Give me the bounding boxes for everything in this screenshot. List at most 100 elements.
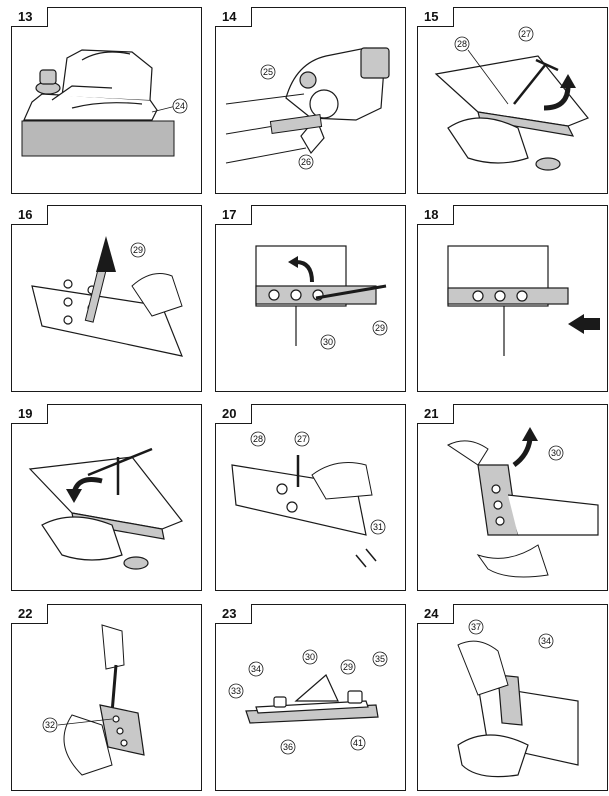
hand-icon — [457, 640, 509, 696]
curved-arrow-icon — [295, 260, 314, 283]
callout-41 — [350, 735, 366, 751]
figure-number: 23 — [215, 604, 252, 624]
callout-label: 29 — [133, 245, 143, 255]
figure-number: 22 — [11, 604, 48, 624]
figure-21-illustration: 30 — [447, 427, 599, 578]
planer-tool — [23, 49, 158, 121]
callout-label: 27 — [521, 29, 531, 39]
callout-label: 25 — [263, 67, 273, 77]
figure-panel-20: 20 28 27 31 — [215, 404, 406, 591]
callout-label: 26 — [301, 157, 311, 167]
black-arrow-icon — [568, 314, 600, 334]
hex-wrench — [315, 284, 387, 300]
hand-icon — [447, 440, 489, 466]
arrow-head — [66, 489, 82, 503]
curved-arrow-icon — [512, 438, 533, 468]
callout-label: 28 — [253, 434, 263, 444]
callout-31 — [370, 519, 386, 535]
callout-36 — [280, 739, 296, 755]
planer-drum — [457, 674, 579, 778]
callout-25 — [260, 64, 276, 80]
figure-panel-23: 23 34 30 29 35 33 36 41 — [215, 604, 406, 791]
black-arrow-icon — [96, 236, 116, 272]
callout-label: 29 — [343, 662, 353, 672]
callout-30 — [320, 334, 336, 350]
figure-number: 18 — [417, 205, 454, 225]
arrow-head — [288, 256, 298, 268]
figure-17-illustration: 30 29 — [255, 245, 388, 350]
hex-wrench — [87, 447, 153, 495]
figure-panel-13: 13 24 — [11, 7, 202, 194]
guide-bar — [269, 114, 323, 134]
callout-label: 34 — [251, 664, 261, 674]
callout-27 — [294, 431, 310, 447]
figure-number: 14 — [215, 7, 252, 27]
figure-16-illustration: 29 — [31, 236, 183, 357]
arrow-head — [522, 427, 538, 441]
figure-panel-17: 17 30 29 — [215, 205, 406, 392]
hand-icon — [476, 544, 549, 578]
figure-number: 19 — [11, 404, 48, 424]
figure-panel-24: 24 37 34 — [417, 604, 608, 791]
callout-label: 30 — [551, 448, 561, 458]
callout-label: 34 — [541, 636, 551, 646]
figure-number: 15 — [417, 7, 454, 27]
callout-label: 24 — [175, 101, 185, 111]
callout-28 — [250, 431, 266, 447]
callout-29 — [372, 320, 388, 336]
figure-24-illustration: 37 34 — [457, 619, 579, 778]
callout-label: 30 — [323, 337, 333, 347]
figure-panel-22: 22 32 — [11, 604, 202, 791]
callout-label: 28 — [457, 39, 467, 49]
callout-29 — [340, 659, 356, 675]
figure-number: 24 — [417, 604, 454, 624]
callout-label: 33 — [231, 686, 241, 696]
figure-number: 21 — [417, 404, 454, 424]
curved-arrow-icon — [543, 85, 571, 111]
planer-base — [28, 456, 183, 570]
figure-number: 13 — [11, 7, 48, 27]
planer-side — [477, 464, 599, 536]
callout-33 — [228, 683, 244, 699]
callout-label: 36 — [283, 742, 293, 752]
workbench — [21, 120, 175, 157]
figure-18-illustration — [447, 245, 600, 356]
figure-panel-14: 14 25 26 — [215, 7, 406, 194]
figure-panel-16: 16 29 — [11, 205, 202, 392]
figure-20-illustration: 28 27 31 — [231, 431, 386, 568]
callout-label: 37 — [471, 622, 481, 632]
hand-icon — [101, 624, 125, 670]
callout-34 — [538, 633, 554, 649]
blade-assembly — [245, 674, 379, 724]
figure-panel-15: 15 28 27 — [417, 7, 608, 194]
bolts — [355, 548, 377, 568]
hex-wrench — [513, 58, 559, 105]
figure-19-illustration — [28, 447, 183, 570]
hand-icon — [131, 273, 183, 317]
callout-label: 35 — [375, 654, 385, 664]
callout-28 — [454, 36, 470, 52]
arrow-head — [560, 74, 576, 88]
screwdriver — [110, 664, 118, 714]
figure-13-illustration: 24 — [21, 49, 188, 157]
figure-panel-19: 19 — [11, 404, 202, 591]
callout-32 — [42, 717, 58, 733]
figure-22-illustration: 32 — [42, 624, 145, 776]
callout-label: 30 — [305, 652, 315, 662]
figure-number: 17 — [215, 205, 252, 225]
planer-front — [255, 245, 377, 346]
figure-number: 20 — [215, 404, 252, 424]
callout-26 — [298, 154, 314, 170]
callout-30 — [302, 649, 318, 665]
callout-label: 41 — [353, 738, 363, 748]
callout-35 — [372, 651, 388, 667]
callout-34 — [248, 661, 264, 677]
callout-30 — [548, 445, 564, 461]
callout-24 — [172, 98, 188, 114]
callout-37 — [468, 619, 484, 635]
planer-front — [447, 245, 569, 356]
planer-base — [434, 55, 589, 171]
hand-icon — [311, 462, 373, 500]
callout-label: 27 — [297, 434, 307, 444]
callout-29 — [130, 242, 146, 258]
